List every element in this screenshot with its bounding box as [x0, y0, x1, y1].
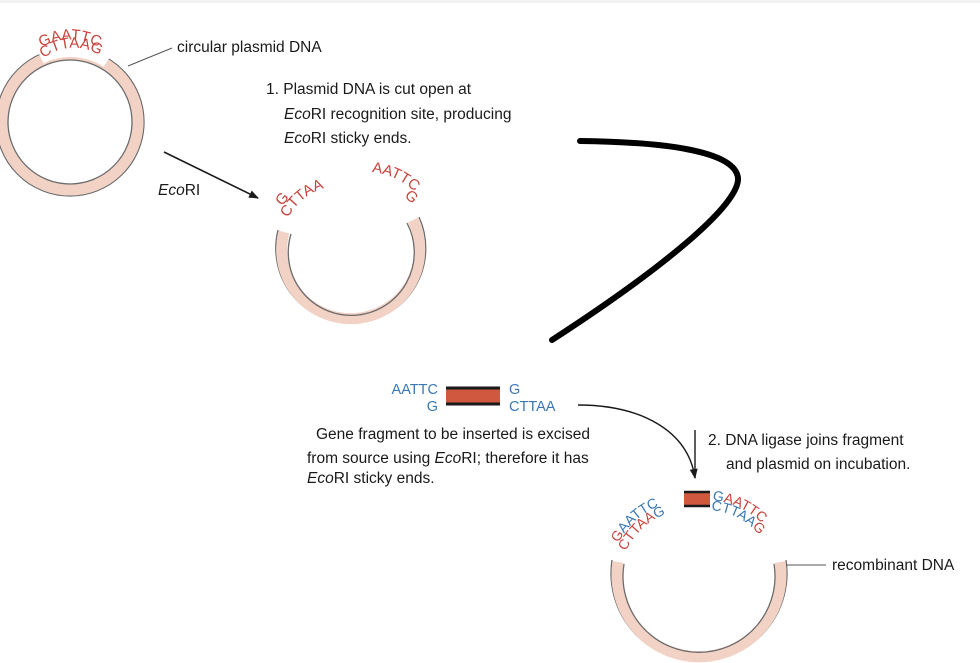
fragment-right-top-sequence: G: [509, 382, 520, 398]
step2-line1: 2. DNA ligase joins fragment: [708, 432, 904, 449]
cut-right-bottom-sequence: G: [401, 187, 421, 207]
plasmid-leader-line: [127, 47, 173, 67]
ecori-label: EcoRI: [158, 182, 200, 199]
recombinant-label: recombinant DNA: [832, 557, 955, 574]
fragment-caption-line3: EcoRI sticky ends.: [307, 470, 435, 487]
fragment-caption-line1: Gene fragment to be inserted is excised: [316, 426, 590, 443]
circular-plasmid: [0, 41, 145, 197]
recombinant-fragment-bar: [684, 490, 710, 508]
fragment-right-bottom-sequence: CTTAA: [509, 399, 556, 415]
annotation-stroke: [549, 138, 741, 343]
top-strip: [0, 0, 980, 3]
step2-line2: and plasmid on incubation.: [726, 456, 910, 473]
ecori-arrow: [163, 151, 259, 199]
fragment-left-top-sequence: AATTC: [392, 382, 438, 398]
gene-fragment-bar: [446, 386, 500, 406]
ligation-curved-arrow: [577, 404, 698, 479]
cut-plasmid: [275, 216, 427, 325]
step1-line2: EcoRI recognition site, producing: [284, 106, 511, 123]
circular-plasmid-label: circular plasmid DNA: [177, 39, 322, 56]
recombinant-plasmid: [610, 559, 788, 663]
fragment-left-bottom-sequence: G: [427, 399, 438, 415]
step1-line1: 1. Plasmid DNA is cut open at: [266, 81, 472, 98]
step1-line3: EcoRI sticky ends.: [284, 130, 412, 147]
fragment-caption-line2: from source using EcoRI; therefore it ha…: [307, 450, 589, 467]
